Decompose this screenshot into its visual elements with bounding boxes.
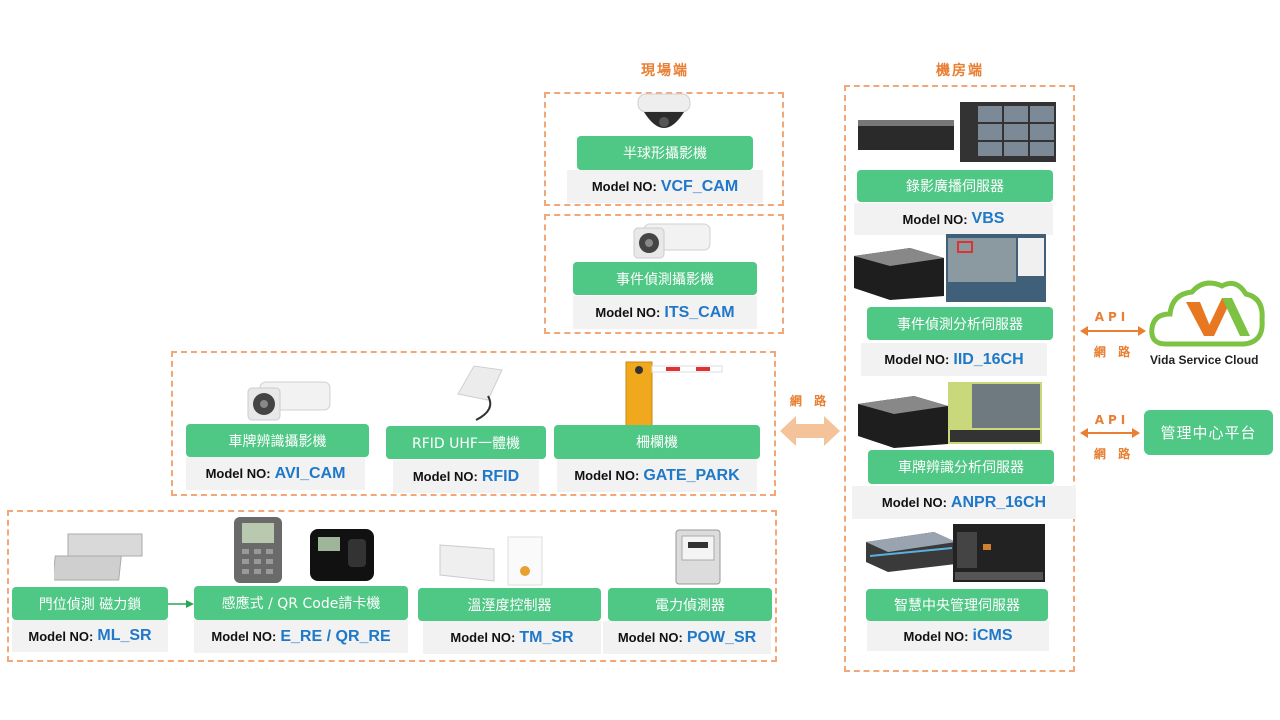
- facility-group: [7, 510, 777, 662]
- parking-group: [171, 351, 776, 496]
- gate-model: Model NO: GATE_PARK: [557, 459, 757, 492]
- model-value: iCMS: [972, 627, 1013, 644]
- cloud-network-label: 網 路: [1093, 345, 1135, 359]
- model-key: Model NO:: [591, 179, 657, 194]
- model-key: Model NO:: [412, 469, 478, 484]
- vbs-label: 錄影廣播伺服器: [857, 170, 1053, 202]
- gate-label: 柵欄機: [554, 425, 760, 459]
- model-value: IID_16CH: [953, 350, 1024, 368]
- model-value: ANPR_16CH: [950, 493, 1047, 511]
- model-value: ITS_CAM: [664, 303, 735, 321]
- power-meter-icon: [675, 529, 721, 585]
- bidirectional-arrow-icon: [1080, 326, 1146, 336]
- model-key: Model NO:: [617, 630, 683, 645]
- model-value: VBS: [971, 210, 1005, 227]
- temp-ctrl-model: Model NO: TM_SR: [423, 621, 601, 654]
- monitor-screen-icon: [960, 102, 1056, 162]
- dome-cam-model: Model NO: VCF_CAM: [567, 170, 763, 203]
- bullet-camera-icon: [633, 223, 711, 259]
- qr-reader-icon: [310, 529, 374, 581]
- model-value: TM_SR: [519, 628, 574, 646]
- rack-server-icon: [866, 532, 956, 572]
- magnetic-lock-icon: [54, 533, 143, 581]
- model-value: GATE_PARK: [643, 466, 740, 484]
- model-key: Model NO:: [450, 630, 516, 645]
- barrier-gate-icon: [625, 361, 723, 428]
- door-lock-label: 門位偵測 磁力鎖: [12, 587, 168, 620]
- model-key: Model NO:: [574, 468, 640, 483]
- dome-cam-label: 半球形攝影機: [577, 136, 753, 170]
- flow-arrow-icon: [168, 600, 194, 608]
- card-reader-model: Model NO: E_RE / QR_RE: [194, 620, 408, 653]
- rack-server-icon: [858, 120, 954, 150]
- network-label: 網 路: [789, 394, 831, 408]
- bidirectional-arrow-icon: [1080, 428, 1140, 438]
- dome-cam-group: [544, 92, 784, 206]
- rfid-reader-icon: [457, 365, 503, 421]
- icms-label: 智慧中央管理伺服器: [866, 589, 1048, 621]
- event-cam-group: [544, 214, 784, 334]
- server-room-group: [844, 85, 1075, 672]
- platform-api-label: API: [1094, 413, 1130, 427]
- monitor-screen-icon: [948, 382, 1042, 444]
- card-reader-label: 感應式 / QR Code請卡機: [194, 586, 408, 620]
- monitor-screen-icon: [953, 524, 1045, 582]
- temperature-controller-icon: [439, 536, 543, 586]
- anpr-label: 車牌辨識分析伺服器: [868, 450, 1054, 484]
- rfid-label: RFID UHF一體機: [386, 426, 546, 459]
- platform-network-label: 網 路: [1093, 447, 1135, 461]
- power-sensor-label: 電力偵測器: [608, 588, 772, 621]
- model-value: AVI_CAM: [274, 464, 346, 482]
- cloud-name: Vida Service Cloud: [1150, 353, 1259, 367]
- dome-camera-icon: [637, 93, 691, 128]
- model-key: Model NO:: [884, 352, 950, 367]
- iid-model: Model NO: IID_16CH: [861, 343, 1047, 376]
- model-key: Model NO:: [903, 628, 969, 644]
- cloud-api-label: API: [1094, 310, 1130, 324]
- model-value: ML_SR: [97, 627, 152, 644]
- rack-server-icon: [858, 396, 948, 448]
- rack-server-icon: [854, 248, 944, 300]
- model-key: Model NO:: [881, 495, 947, 510]
- model-key: Model NO:: [211, 629, 277, 644]
- bidirectional-arrow-icon: [780, 416, 840, 446]
- vida-cloud-logo-icon: [1149, 280, 1265, 347]
- model-key: Model NO:: [28, 628, 94, 644]
- temp-ctrl-label: 溫溼度控制器: [418, 588, 601, 621]
- model-key: Model NO:: [902, 211, 968, 227]
- model-value: POW_SR: [686, 628, 757, 646]
- event-cam-label: 事件偵測攝影機: [573, 262, 757, 295]
- model-value: RFID: [481, 467, 520, 485]
- model-value: E_RE / QR_RE: [280, 627, 391, 645]
- keypad-reader-icon: [234, 517, 282, 583]
- event-cam-model: Model NO: ITS_CAM: [573, 296, 757, 329]
- model-key: Model NO:: [595, 305, 661, 320]
- field-section-title: 現場端: [641, 63, 689, 79]
- vbs-model: Model NO: VBS: [854, 203, 1053, 235]
- model-key: Model NO:: [205, 466, 271, 481]
- plate-cam-label: 車牌辨識攝影機: [186, 424, 369, 457]
- server-room-section-title: 機房端: [936, 63, 984, 79]
- model-value: VCF_CAM: [660, 177, 739, 195]
- plate-cam-model: Model NO: AVI_CAM: [186, 457, 365, 490]
- monitor-screen-icon: [946, 234, 1046, 302]
- rfid-model: Model NO: RFID: [393, 460, 539, 493]
- management-platform-button[interactable]: 管理中心平台: [1144, 410, 1273, 455]
- anpr-model: Model NO: ANPR_16CH: [852, 486, 1076, 519]
- door-lock-model: Model NO: ML_SR: [12, 620, 168, 652]
- power-sensor-model: Model NO: POW_SR: [603, 621, 771, 654]
- icms-model: Model NO: iCMS: [867, 621, 1049, 651]
- iid-label: 事件偵測分析伺服器: [867, 307, 1053, 340]
- bullet-camera-icon: [247, 381, 331, 421]
